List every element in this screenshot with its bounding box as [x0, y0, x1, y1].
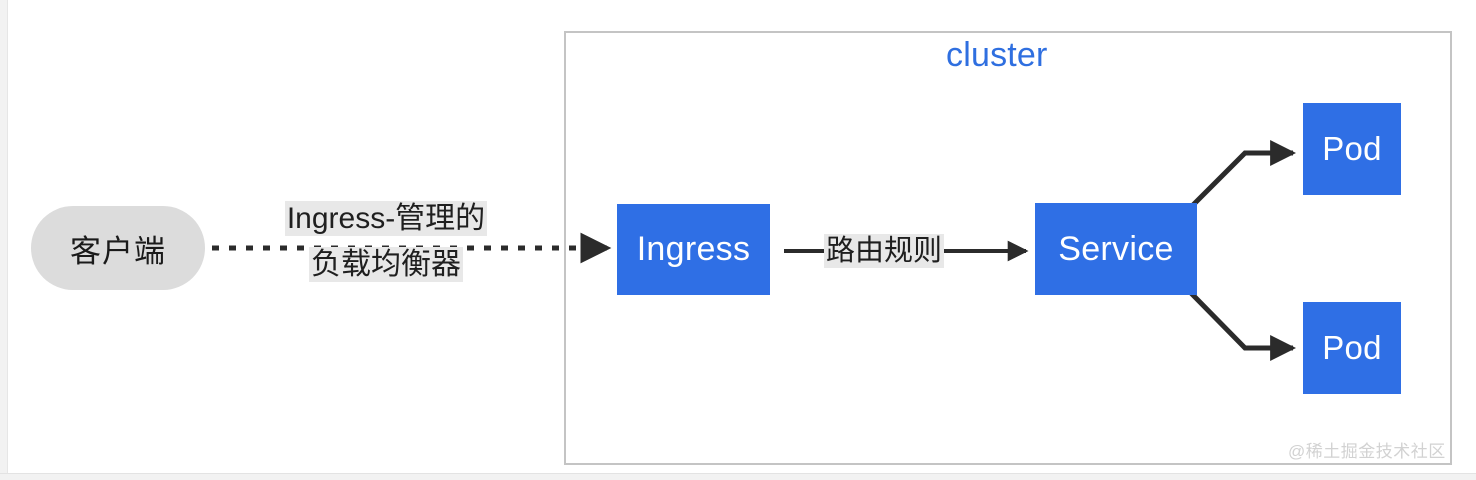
- edge-label-routing-rules-text: 路由规则: [824, 234, 945, 268]
- node-client-label: 客户端: [70, 233, 166, 269]
- edge-label-line-1: Ingress-管理的: [284, 201, 488, 236]
- node-pod-top[interactable]: Pod: [1303, 103, 1401, 195]
- edge-label-ingress-to-service: 路由规则: [824, 227, 945, 269]
- edge-label-client-to-ingress: Ingress-管理的 负载均衡器: [255, 196, 517, 288]
- node-service-label: Service: [1058, 229, 1174, 268]
- node-ingress-label: Ingress: [636, 230, 751, 268]
- node-service[interactable]: Service: [1035, 203, 1197, 295]
- node-pod-bottom[interactable]: Pod: [1303, 302, 1401, 394]
- watermark: @稀土掘金技术社区: [1288, 442, 1446, 461]
- page-bottom-edge-strip: [0, 473, 1476, 480]
- node-client[interactable]: 客户端: [31, 206, 205, 290]
- page-left-edge-strip: [0, 0, 8, 480]
- node-pod-top-label: Pod: [1322, 130, 1382, 167]
- node-pod-bottom-label: Pod: [1322, 329, 1382, 366]
- edge-label-line-2: 负载均衡器: [309, 247, 463, 282]
- cluster-label: cluster: [946, 36, 1048, 74]
- node-ingress[interactable]: Ingress: [617, 204, 770, 295]
